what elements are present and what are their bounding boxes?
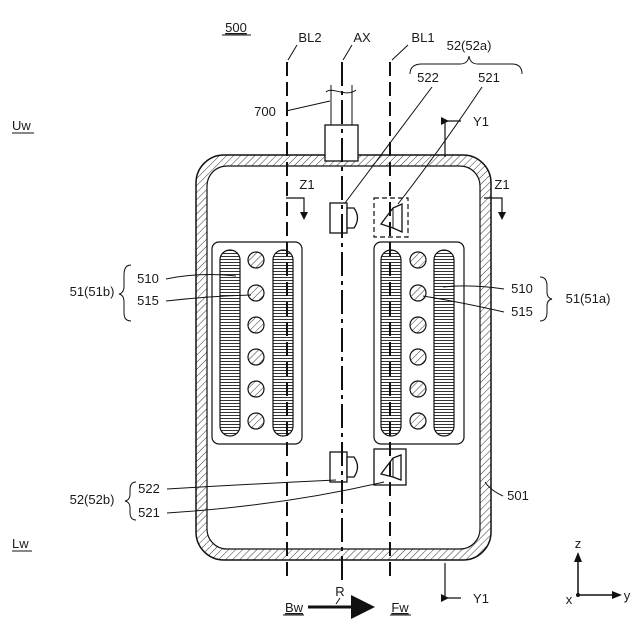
cell-51b bbox=[212, 242, 302, 444]
housing-label: 501 bbox=[507, 488, 529, 503]
figure-number: 500 bbox=[225, 20, 247, 35]
coordinate-axes bbox=[574, 552, 622, 599]
section-z-right-arrow bbox=[498, 212, 506, 220]
cell-a-part-510: 510 bbox=[511, 281, 533, 296]
cell-b-brace bbox=[119, 265, 131, 321]
forward-label: Fw bbox=[391, 600, 409, 615]
receiver-top-label: 522 bbox=[417, 70, 439, 85]
bl1-leader bbox=[392, 45, 408, 60]
sensor-bottom-label: 52(52b) bbox=[70, 492, 115, 507]
lower-side-label: Lw bbox=[12, 536, 29, 551]
section-y-top-marker bbox=[445, 121, 461, 157]
cable-label: 700 bbox=[254, 104, 276, 119]
sensor-bottom-brace bbox=[125, 482, 136, 520]
backward-label: Bw bbox=[285, 600, 304, 615]
axis-x-label: x bbox=[566, 592, 573, 607]
ax-leader bbox=[343, 45, 352, 60]
cell-b-part-515: 515 bbox=[137, 293, 159, 308]
cable-leader bbox=[286, 101, 330, 111]
section-y-bottom-label: Y1 bbox=[473, 591, 489, 606]
section-z-left-label: Z1 bbox=[299, 177, 314, 192]
cell-b-label: 51(51b) bbox=[70, 284, 115, 299]
bl2-label: BL2 bbox=[298, 30, 321, 45]
bl2-leader bbox=[288, 45, 297, 60]
receiver-bottom-label: 522 bbox=[138, 481, 160, 496]
section-y-top-label: Y1 bbox=[473, 114, 489, 129]
cell-a-brace bbox=[540, 277, 552, 321]
cell-51a bbox=[374, 242, 464, 444]
ax-label: AX bbox=[353, 30, 371, 45]
axis-z-label: z bbox=[575, 536, 582, 551]
cell-a-part-515: 515 bbox=[511, 304, 533, 319]
emitter-bottom-label: 521 bbox=[138, 505, 160, 520]
upper-side-label: Uw bbox=[12, 118, 31, 133]
receiver-bottom bbox=[330, 452, 358, 482]
emitter-top-label: 521 bbox=[478, 70, 500, 85]
rotation-label: R bbox=[335, 584, 344, 599]
cell-b-part-510: 510 bbox=[137, 271, 159, 286]
receiver-top bbox=[330, 203, 358, 233]
cell-a-label: 51(51a) bbox=[566, 291, 611, 306]
sensor-top-label: 52(52a) bbox=[447, 38, 492, 53]
bl1-label: BL1 bbox=[411, 30, 434, 45]
section-z-right-label: Z1 bbox=[494, 177, 509, 192]
section-y-bottom-marker bbox=[445, 563, 461, 598]
axis-y-label: y bbox=[624, 588, 631, 603]
